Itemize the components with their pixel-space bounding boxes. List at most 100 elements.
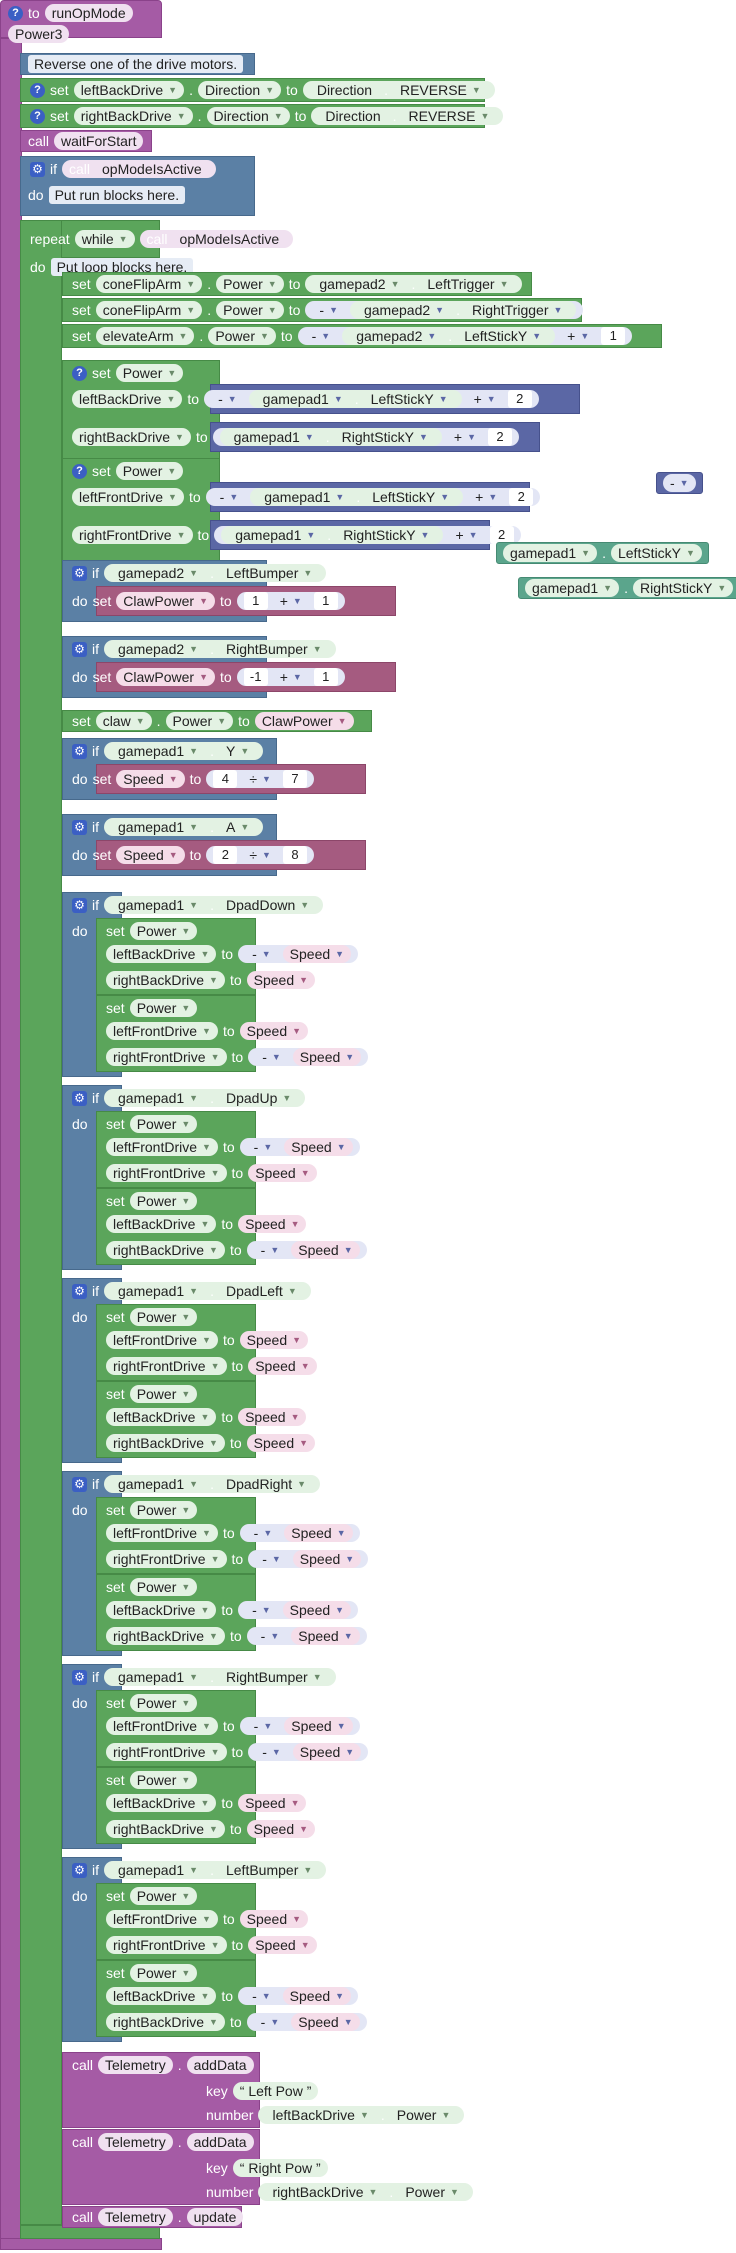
help-icon[interactable]: ?: [30, 82, 45, 98]
power-dropdown[interactable]: Power▼: [129, 1115, 198, 1133]
math-expression[interactable]: 1+▼1: [236, 592, 345, 610]
property-dropdown[interactable]: Direction▼: [197, 81, 282, 99]
math-expression[interactable]: gamepad1▼.RightStickY▼+▼2: [214, 526, 521, 544]
negate-expression[interactable]: -▼Speed▼: [246, 1627, 367, 1645]
number-field[interactable]: 1: [313, 592, 338, 610]
motor-dropdown[interactable]: rightFrontDrive▼: [106, 1550, 227, 1568]
motor-property[interactable]: rightBackDrive▼.Power▼: [258, 2183, 473, 2201]
gamepad-dropdown[interactable]: gamepad2▼: [111, 640, 206, 658]
variable-dropdown[interactable]: Speed▼: [284, 1524, 353, 1542]
variable-dropdown[interactable]: Speed▼: [238, 1794, 307, 1812]
help-icon[interactable]: ?: [8, 5, 23, 21]
set-power-line[interactable]: leftBackDrive▼to-▼Speed▼: [100, 1599, 364, 1621]
set-power-line[interactable]: rightBackDrive▼to-▼Speed▼: [100, 1625, 373, 1647]
gamepad-value[interactable]: gamepad1▼.RightBumper▼: [104, 1668, 336, 1686]
gamepad-dropdown[interactable]: gamepad1▼: [111, 896, 206, 914]
negate-operator[interactable]: -▼: [245, 1601, 278, 1619]
motor-dropdown[interactable]: leftBackDrive▼: [106, 1794, 217, 1812]
help-icon[interactable]: ?: [72, 365, 87, 381]
if-dpad-do[interactable]: do: [66, 920, 94, 942]
gamepad-value[interactable]: gamepad2▼.RightTrigger▼: [349, 301, 577, 319]
gamepad-value[interactable]: gamepad1▼.RightStickY▼: [219, 428, 442, 446]
variable-dropdown[interactable]: Speed▼: [238, 1215, 307, 1233]
negate-operator[interactable]: -▼: [245, 945, 278, 963]
math-expression[interactable]: -▼gamepad1▼.LeftStickY▼+▼2: [204, 390, 539, 408]
gamepad-value[interactable]: gamepad1▼.DpadUp▼: [104, 1089, 306, 1107]
math-operator[interactable]: +▼: [446, 428, 484, 446]
gamepad-value[interactable]: gamepad2▼.RightBumper▼: [104, 640, 336, 658]
motor-dropdown[interactable]: leftFrontDrive▼: [106, 1331, 218, 1349]
variable-dropdown[interactable]: Speed▼: [116, 846, 185, 864]
motor-dropdown[interactable]: claw▼: [95, 712, 152, 730]
math-expression[interactable]: -▼gamepad2▼.LeftStickY▼+▼1: [297, 327, 633, 345]
negate-operator[interactable]: -▼: [253, 2013, 287, 2031]
negate-expression[interactable]: -▼Speed▼: [248, 1048, 369, 1066]
gamepad-dropdown[interactable]: gamepad2▼: [349, 327, 444, 345]
negate-expression[interactable]: -▼Speed▼: [248, 1743, 369, 1761]
motor-dropdown[interactable]: leftBackDrive▼: [106, 1601, 217, 1619]
method-name[interactable]: update: [186, 2208, 244, 2226]
gear-icon[interactable]: ⚙: [72, 1862, 87, 1878]
motor-dropdown[interactable]: rightFrontDrive▼: [72, 526, 193, 544]
property-dropdown[interactable]: Power▼: [389, 2106, 458, 2124]
method-name[interactable]: addData: [186, 2056, 254, 2074]
gamepad-dropdown[interactable]: gamepad1▼: [228, 526, 323, 544]
negate-operator[interactable]: -▼: [246, 1717, 280, 1735]
power-dropdown[interactable]: Power▼: [129, 1771, 198, 1789]
motor-dropdown[interactable]: rightFrontDrive▼: [106, 1048, 227, 1066]
property-dropdown[interactable]: Power▼: [216, 301, 284, 319]
negate-operator[interactable]: -▼: [304, 327, 338, 345]
power-dropdown[interactable]: Power▼: [129, 1308, 198, 1326]
negate-operator[interactable]: -▼: [255, 1550, 288, 1568]
negate-operator[interactable]: -▼: [246, 1138, 280, 1156]
button-dropdown[interactable]: LeftBumper▼: [218, 564, 320, 582]
negate-expression[interactable]: -▼Speed▼: [246, 1241, 367, 1259]
comment-text[interactable]: Put loop blocks here.: [50, 258, 194, 276]
power-dropdown[interactable]: Power▼: [115, 462, 184, 480]
variable-dropdown[interactable]: Speed▼: [291, 1241, 360, 1259]
power-dropdown[interactable]: Power▼: [129, 1964, 198, 1982]
variable-dropdown[interactable]: Speed▼: [239, 1022, 309, 1040]
motor-dropdown[interactable]: rightBackDrive▼: [265, 2183, 385, 2201]
direction-enum[interactable]: Direction.REVERSE▼: [302, 81, 495, 99]
number-field[interactable]: 2: [489, 526, 514, 544]
gamepad-dropdown[interactable]: gamepad1▼: [257, 488, 352, 506]
gamepad-value[interactable]: gamepad2▼.LeftBumper▼: [104, 564, 327, 582]
number-field[interactable]: 1: [243, 592, 268, 610]
motor-dropdown[interactable]: rightBackDrive▼: [106, 1820, 225, 1838]
gamepad-dropdown[interactable]: gamepad1▼: [525, 579, 620, 597]
help-icon[interactable]: ?: [72, 463, 87, 479]
variable-dropdown[interactable]: Speed▼: [284, 1138, 353, 1156]
set-power-line[interactable]: rightBackDrive▼to-▼Speed▼: [100, 1239, 373, 1261]
motor-dropdown[interactable]: rightBackDrive▼: [106, 1434, 225, 1452]
gamepad-value[interactable]: gamepad1▼.DpadLeft▼: [104, 1282, 311, 1300]
gamepad-value[interactable]: gamepad2▼.LeftTrigger▼: [305, 275, 523, 293]
button-dropdown[interactable]: DpadDown▼: [218, 896, 317, 914]
button-dropdown[interactable]: RightBumper▼: [218, 640, 329, 658]
gamepad-dropdown[interactable]: gamepad2▼: [356, 301, 452, 319]
number-field[interactable]: 1: [313, 668, 338, 686]
math-expression[interactable]: 2÷▼8: [206, 846, 314, 864]
variable-dropdown[interactable]: ClawPower▼: [254, 712, 354, 730]
variable-dropdown[interactable]: Speed▼: [239, 1910, 309, 1928]
motor-dropdown[interactable]: rightFrontDrive▼: [106, 1357, 227, 1375]
function-call-name[interactable]: waitForStart: [54, 132, 144, 150]
motor-dropdown[interactable]: rightBackDrive▼: [72, 428, 191, 446]
power-dropdown[interactable]: Power▼: [129, 1694, 198, 1712]
object-name[interactable]: Telemetry: [98, 2056, 173, 2074]
gamepad-dropdown[interactable]: gamepad1▼: [111, 1475, 206, 1493]
